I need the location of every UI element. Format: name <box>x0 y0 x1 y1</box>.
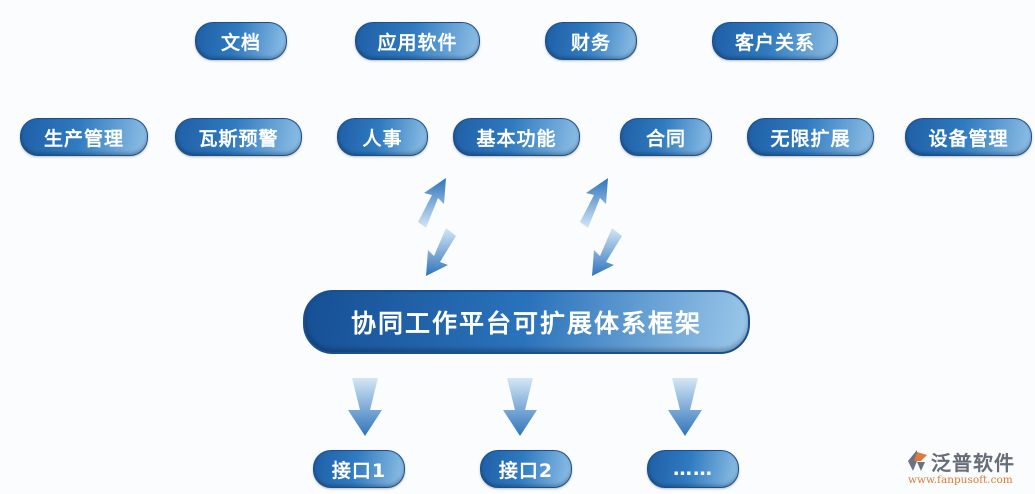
logo-icon <box>908 450 927 471</box>
module-finance: 财务 <box>545 22 637 60</box>
module-gas-warning: 瓦斯预警 <box>175 118 302 156</box>
logo-url: www.fanpusoft.com <box>908 474 1013 486</box>
interface-1: 接口1 <box>313 450 405 488</box>
double-arrow-icon-left <box>418 178 456 276</box>
down-arrow-icon-3 <box>668 378 702 436</box>
double-arrow-icon-right <box>580 178 622 276</box>
module-applications: 应用软件 <box>355 22 480 60</box>
module-hr: 人事 <box>337 118 428 156</box>
module-extension: 无限扩展 <box>747 118 874 156</box>
interface-2: 接口2 <box>480 450 572 488</box>
down-arrow-icon-2 <box>503 378 537 436</box>
framework-bar: 协同工作平台可扩展体系框架 <box>303 290 750 354</box>
module-contract: 合同 <box>620 118 712 156</box>
logo-name: 泛普软件 <box>931 451 1015 475</box>
module-production: 生产管理 <box>20 118 148 156</box>
module-crm: 客户关系 <box>712 22 838 60</box>
down-arrow-icon-1 <box>348 378 382 436</box>
interface-more: …… <box>647 450 739 488</box>
module-equipment: 设备管理 <box>905 118 1032 156</box>
module-basic: 基本功能 <box>453 118 580 156</box>
fanpu-logo: 泛普软件 www.fanpusoft.com <box>905 447 1030 489</box>
module-documents: 文档 <box>195 22 287 60</box>
